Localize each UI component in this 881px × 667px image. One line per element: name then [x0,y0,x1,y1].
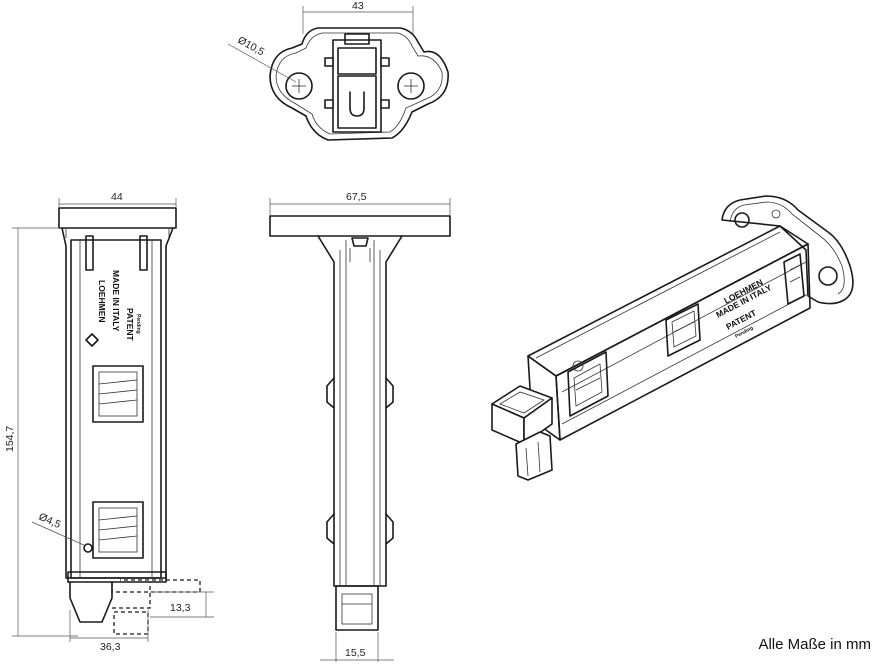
dim-front-width: 44 [111,191,123,203]
iso-hole-lower [818,266,838,286]
brand-marking: LOEHMEN [97,280,107,323]
dim-pin-hole: Ø4,5 [37,511,63,531]
dim-hole-diameter: Ø10,5 [236,34,267,58]
dim-base-width: 36,3 [100,641,121,653]
iso-hole-upper [734,212,750,228]
dim-top-width: 43 [352,0,364,12]
side-view: 67,5 15,5 [269,191,451,662]
front-view: LOEHMEN MADE IN ITALY PATENT Pending Ø4,… [4,191,214,653]
left-mounting-hole [285,72,313,100]
patent-sub-marking: Pending [135,314,141,334]
units-note: Alle Maße in mm [758,636,871,653]
dim-height: 154,7 [4,426,16,452]
pin-hole [83,543,93,553]
right-mounting-hole [397,72,425,100]
origin-marking: MADE IN ITALY [111,270,121,332]
dim-step-height: 13,3 [170,602,191,614]
top-view: 43 Ø10,5 [227,0,449,141]
dim-tip-width: 15,5 [345,647,366,659]
isometric-view: LOEHMEN MADE IN ITALY PATENT Pending [491,195,854,481]
dim-side-width: 67,5 [346,191,367,203]
patent-marking: PATENT [125,308,135,342]
